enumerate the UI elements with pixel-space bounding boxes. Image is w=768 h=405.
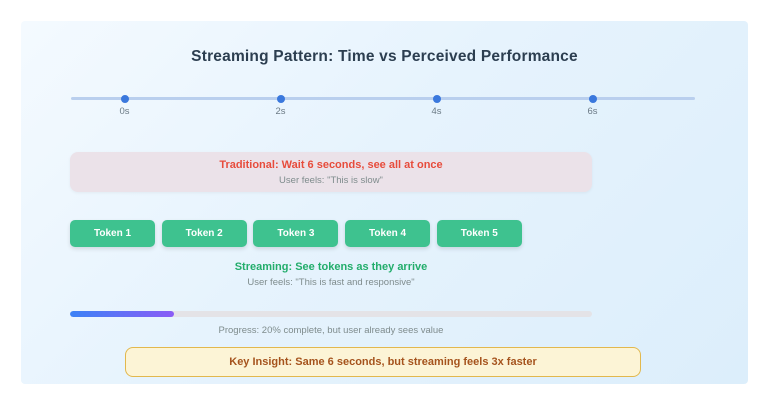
timeline-dot	[120, 94, 129, 103]
timeline-dot	[588, 94, 597, 103]
timeline-dot	[432, 94, 441, 103]
timeline-axis	[71, 97, 695, 100]
timeline-tick-label: 0s	[119, 106, 130, 117]
diagram-title: Streaming Pattern: Time vs Perceived Per…	[191, 48, 578, 65]
progress-caption: Progress: 20% complete, but user already…	[218, 325, 444, 336]
streaming-subtext: User feels: "This is fast and responsive…	[247, 277, 415, 288]
timeline-tick-label: 2s	[275, 106, 286, 117]
streaming-heading: Streaming: See tokens as they arrive	[234, 261, 428, 273]
diagram-card: Streaming Pattern: Time vs Perceived Per…	[21, 21, 748, 384]
traditional-heading: Traditional: Wait 6 seconds, see all at …	[219, 159, 443, 171]
token-chip: Token 2	[161, 220, 247, 247]
timeline-tick-label: 4s	[431, 106, 442, 117]
progress-bar	[70, 311, 592, 317]
traditional-subtext: User feels: "This is slow"	[279, 175, 383, 186]
token-row: Token 1 Token 2 Token 3 Token 4 Token 5	[70, 220, 522, 247]
progress-fill	[70, 311, 175, 317]
token-chip: Token 3	[253, 220, 339, 247]
token-chip: Token 4	[345, 220, 431, 247]
streaming-text-block: Streaming: See tokens as they arrive Use…	[70, 261, 592, 288]
token-chip: Token 1	[70, 220, 155, 247]
traditional-panel: Traditional: Wait 6 seconds, see all at …	[70, 152, 592, 192]
timeline-dot	[276, 94, 285, 103]
timeline-tick-label: 6s	[587, 106, 598, 117]
token-chip: Token 5	[436, 220, 522, 247]
key-insight-panel: Key Insight: Same 6 seconds, but streami…	[125, 347, 641, 377]
key-insight-text: Key Insight: Same 6 seconds, but streami…	[229, 356, 537, 368]
